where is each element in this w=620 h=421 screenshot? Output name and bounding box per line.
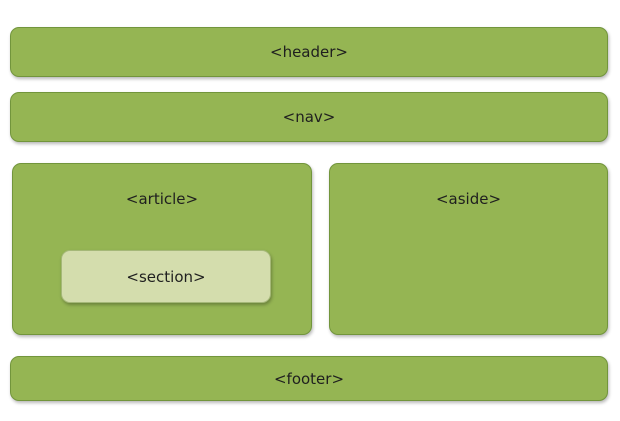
article-label: <article> [125,190,199,208]
header-label: <header> [270,43,348,61]
nav-label: <nav> [282,108,336,126]
header-box: <header> [10,27,608,77]
nav-box: <nav> [10,92,608,142]
footer-label: <footer> [273,369,345,388]
aside-label: <aside> [435,190,502,208]
section-box: <section> [61,250,271,303]
footer-box: <footer> [10,356,608,401]
section-label: <section> [126,267,206,286]
aside-box: <aside> [329,163,608,335]
article-box: <article> <section> [12,163,312,335]
